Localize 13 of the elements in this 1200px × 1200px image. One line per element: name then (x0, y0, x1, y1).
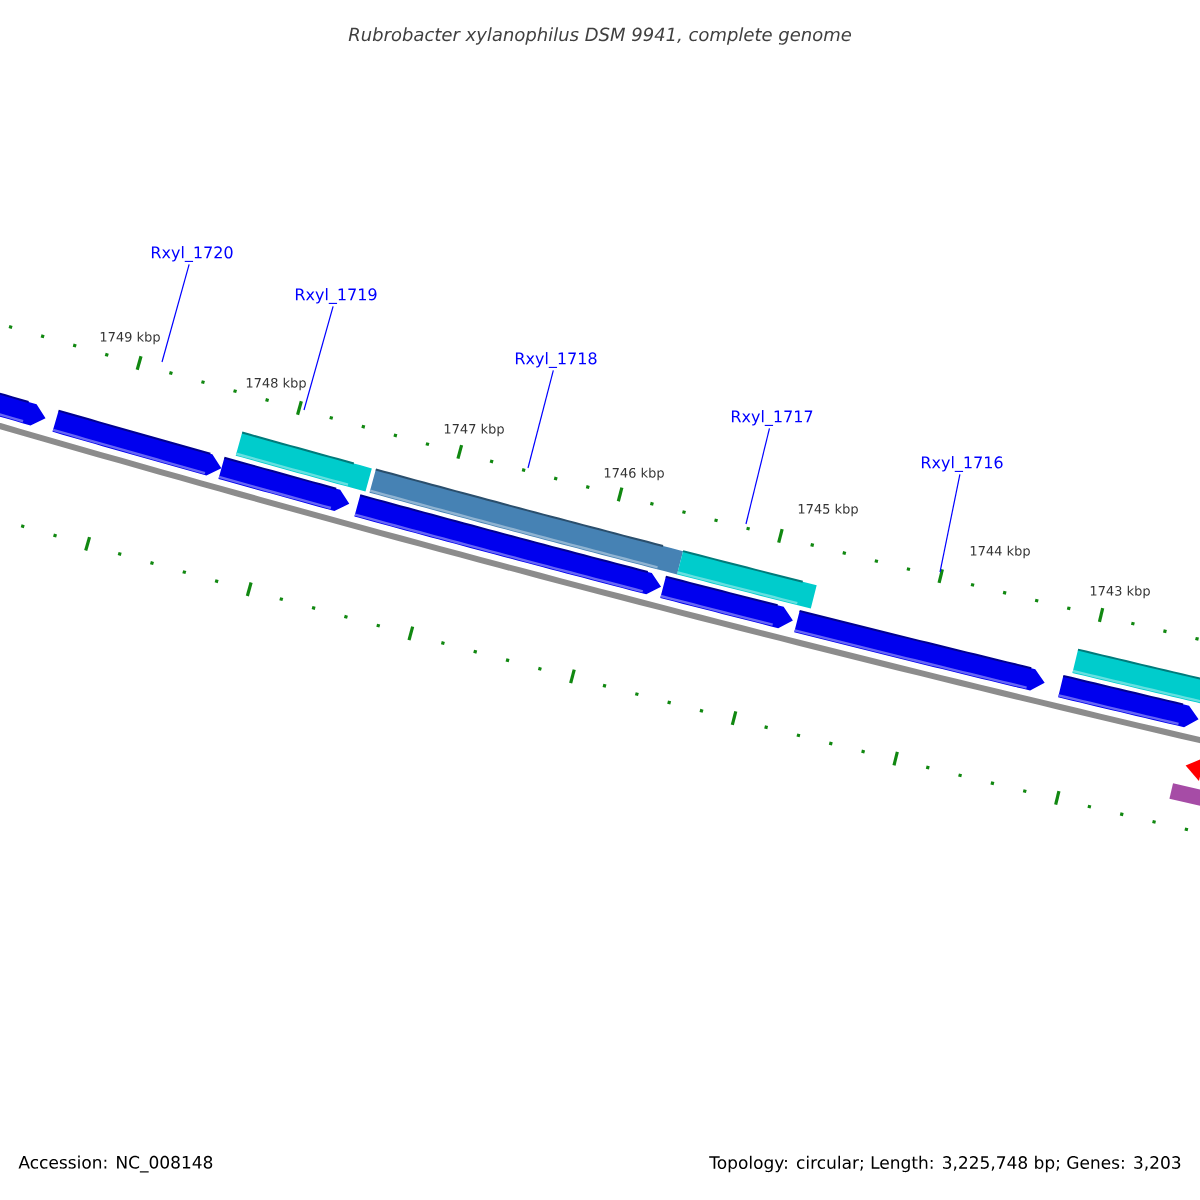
leader-line (939, 473, 961, 573)
gene-label: Rxyl_1720 (151, 246, 233, 262)
leader-line (527, 369, 554, 469)
gene-label: Rxyl_1719 (295, 288, 377, 304)
leader-line (745, 427, 771, 525)
leader-line (161, 263, 190, 363)
leader-line (303, 305, 334, 411)
gene-label: Rxyl_1716 (921, 456, 1003, 472)
gene-label: Rxyl_1717 (731, 410, 813, 426)
accession-text: Accession: NC_008148 (18, 1155, 213, 1173)
gene-label: Rxyl_1718 (515, 352, 597, 368)
genome-info-text: Topology: circular; Length: 3,225,748 bp; Genes: 3,203 (709, 1155, 1181, 1173)
map-title: Rubrobacter xylanophilus DSM 9941, complete genome (348, 27, 852, 45)
